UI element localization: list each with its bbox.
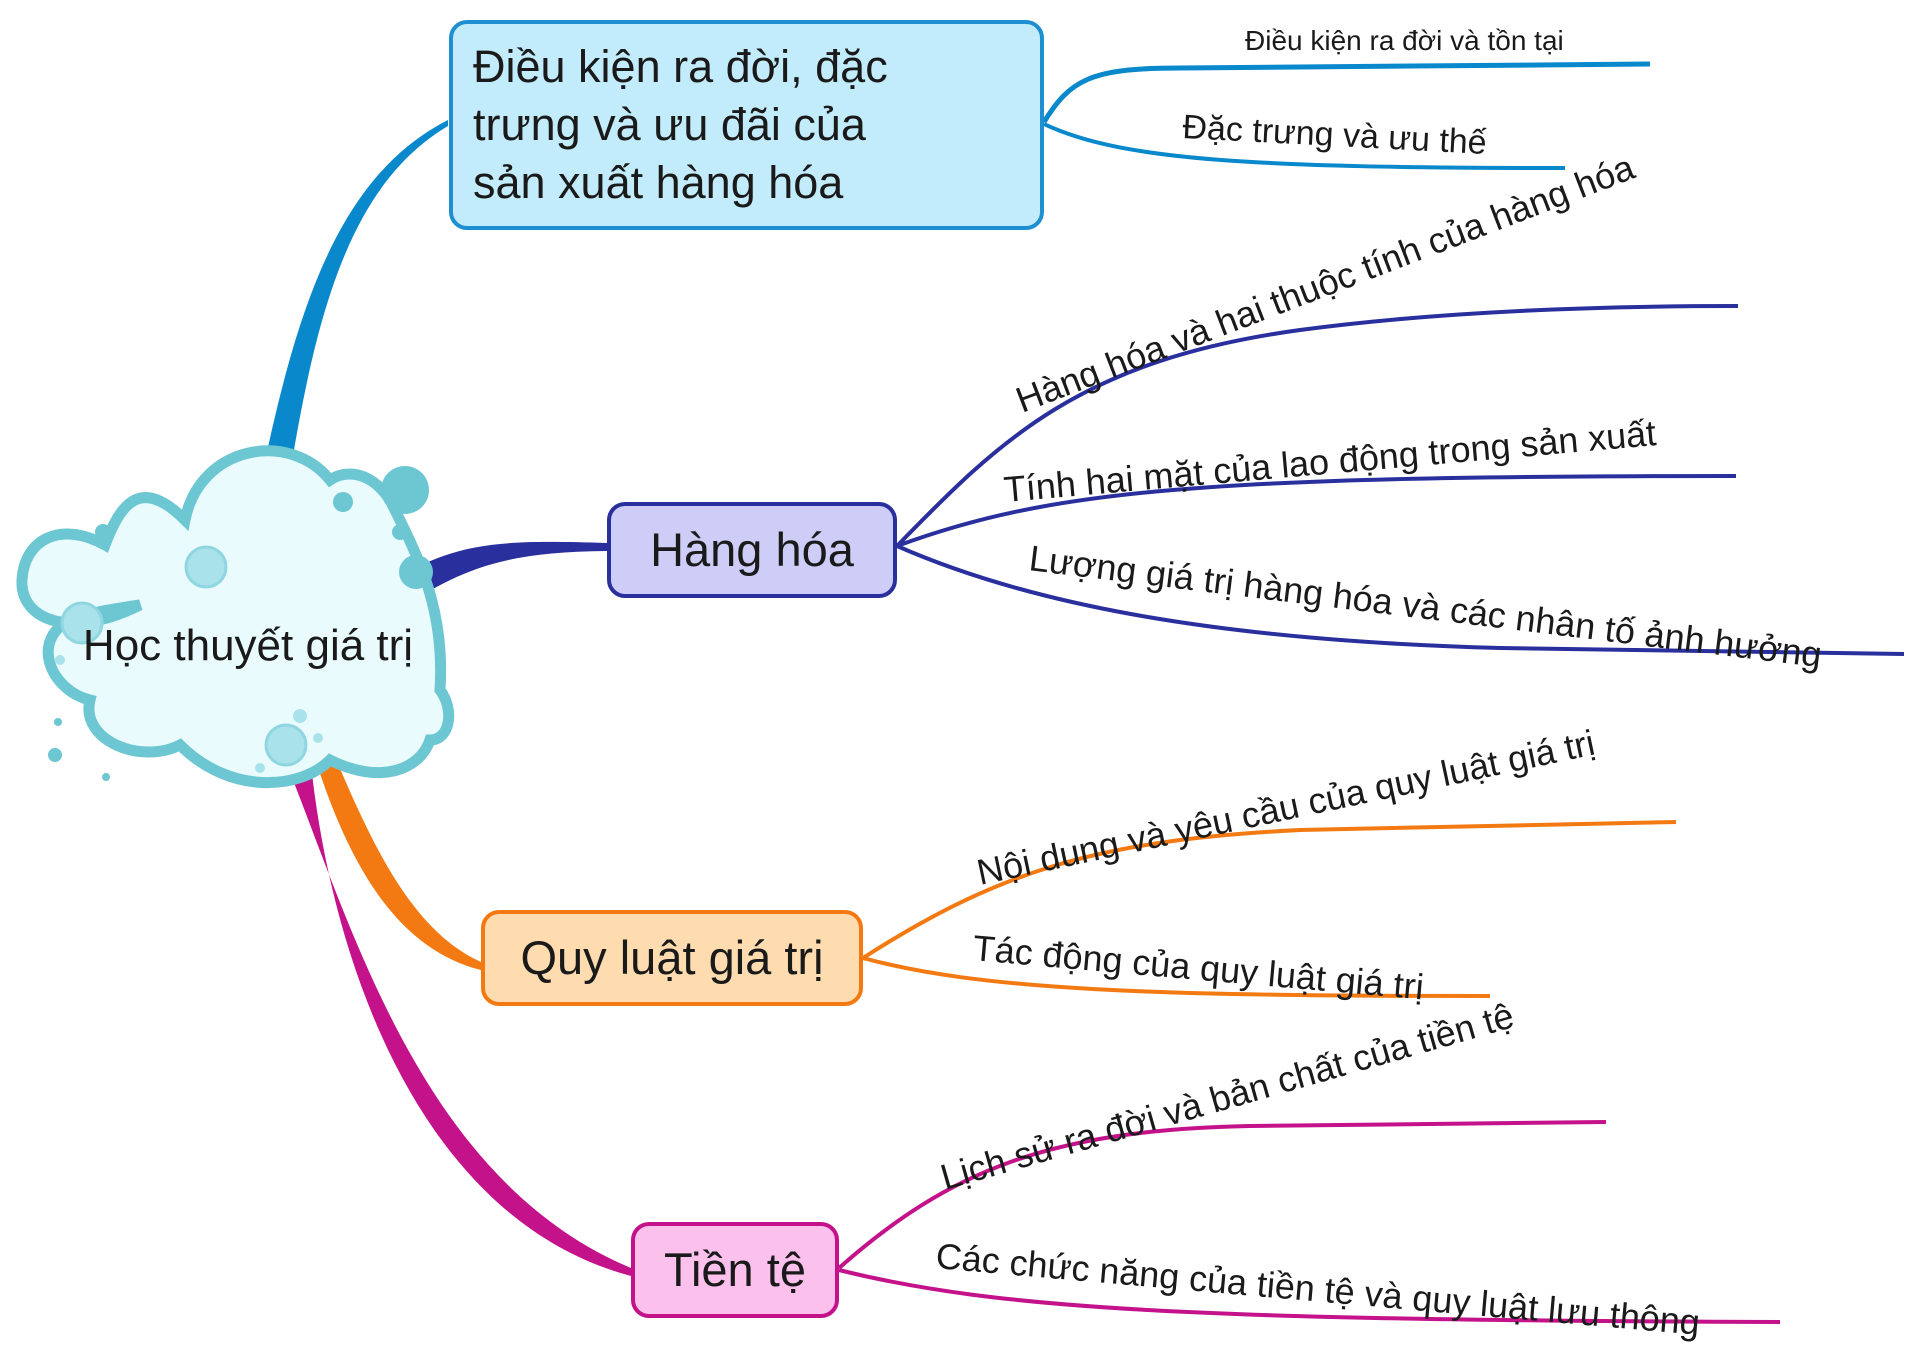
- branch-topic-line: trưng và ưu đãi của: [473, 99, 866, 150]
- bubble: [392, 524, 408, 540]
- bubble: [48, 748, 62, 762]
- bubble: [55, 655, 65, 665]
- leaf-line-3-2: [862, 956, 1491, 998]
- leaf-label-1-2: Đặc trưng và ưu thế: [1182, 108, 1488, 162]
- leaf-line-1-2: [1043, 122, 1566, 170]
- branch-topic-hang-hoa[interactable]: Hàng hóa: [607, 502, 897, 598]
- leaf-line-4-1: [837, 1120, 1607, 1270]
- bubble: [293, 709, 307, 723]
- branch-topic-label: Quy luật giá trị: [520, 931, 824, 984]
- root-label: Học thuyết giá trị: [83, 621, 413, 670]
- leaf-line-1-1: [1041, 61, 1651, 124]
- leaf-label-4-2: Các chức năng của tiền tệ và quy luật lư…: [934, 1235, 1701, 1343]
- bubble: [381, 466, 429, 514]
- bubble: [333, 492, 353, 512]
- branch-topic-line: Điều kiện ra đời, đặc: [473, 41, 888, 92]
- leaf-line-2-2: [896, 474, 1737, 548]
- leaf-label-2-3: Lượng giá trị hàng hóa và các nhân tố ản…: [1027, 537, 1824, 675]
- branch-topic-label: Hàng hóa: [650, 523, 854, 576]
- leaf-label-4-1: Lịch sử ra đời và bản chất của tiền tệ: [936, 995, 1518, 1198]
- leaf-label-2-1: Hàng hóa và hai thuộc tính của hàng hóa: [1010, 146, 1640, 421]
- branch-connector-2: [380, 541, 607, 612]
- leaf-line-2-3: [896, 544, 1905, 656]
- branch-topic-line: sản xuất hàng hóa: [473, 157, 844, 208]
- bubble: [54, 718, 62, 726]
- leaf-line-3-1: [861, 820, 1677, 960]
- bubble: [399, 555, 433, 589]
- bubble: [102, 773, 110, 781]
- leaf-label-3-1: Nội dung và yêu cầu của quy luật giá trị: [973, 722, 1598, 893]
- bubble: [264, 723, 308, 767]
- branch-topic-tien-te[interactable]: Tiền tệ: [631, 1222, 839, 1318]
- bubble: [184, 545, 228, 589]
- cloud-icon: [16, 445, 455, 788]
- bubble: [95, 524, 111, 540]
- root-cloud-shape: [16, 445, 455, 788]
- bubble: [313, 733, 323, 743]
- bubble: [255, 763, 265, 773]
- bubble: [60, 601, 104, 645]
- branch-topic-conditions[interactable]: Điều kiện ra đời, đặc trưng và ưu đãi củ…: [449, 20, 1044, 230]
- branch-topic-label: Tiền tệ: [664, 1243, 806, 1296]
- branch-connector-4: [285, 755, 631, 1276]
- leaf-label-3-2: Tác động của quy luật giá trị: [971, 927, 1425, 1007]
- leaf-line-2-1: [895, 304, 1739, 548]
- leaf-line-4-2: [838, 1268, 1781, 1324]
- leaf-label-2-2: Tính hai mặt của lao động trong sản xuất: [1002, 412, 1658, 510]
- branch-connector-3: [314, 745, 481, 970]
- leaf-label-1-1: Điều kiện ra đời và tồn tại: [1245, 25, 1564, 56]
- branch-topic-quy-luat-gia-tri[interactable]: Quy luật giá trị: [481, 910, 863, 1006]
